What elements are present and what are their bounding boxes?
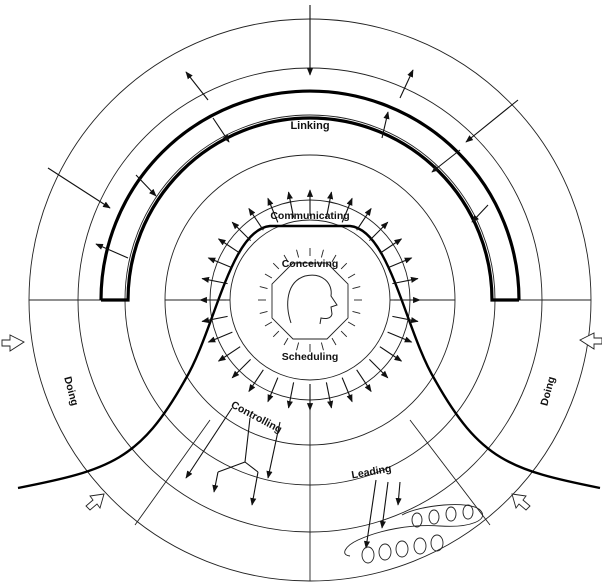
conceiving-label: Conceiving	[282, 258, 339, 270]
conceiving-tick	[260, 311, 268, 313]
conceiving-tick	[321, 343, 323, 351]
conceiving-tick	[353, 311, 361, 313]
communicating-arrow	[392, 316, 418, 321]
communicating-arrow	[202, 316, 228, 321]
conceiving-tick	[273, 331, 279, 337]
conceiving-tick	[332, 338, 336, 345]
communicating-arrow	[232, 359, 250, 377]
communicating-arrow	[326, 382, 331, 408]
conceiving-tick	[273, 263, 279, 269]
conceiving-tick	[265, 274, 272, 278]
conceiving-tick	[348, 322, 355, 326]
doing-right-label: Doing	[538, 375, 557, 407]
communicating-arrow	[369, 359, 387, 377]
conceiving-tick	[284, 338, 288, 345]
scheduling-label: Scheduling	[282, 351, 339, 363]
conceiving-tick	[297, 250, 299, 258]
communicating-arrow	[208, 332, 232, 342]
communicating-arrow	[369, 222, 387, 240]
communicating-arrow	[388, 332, 412, 342]
communicating-arrow	[202, 279, 228, 284]
conceiving-tick	[341, 331, 347, 337]
conceiving-tick	[321, 250, 323, 258]
linking-label: Linking	[290, 120, 329, 132]
group-of-people-icon	[362, 505, 473, 563]
communicating-arrow	[342, 378, 352, 402]
communicating-arrow	[392, 279, 418, 284]
conceiving-tick	[353, 287, 361, 289]
doing-left-label: Doing	[61, 375, 80, 407]
divider-lines	[29, 300, 591, 581]
controlling-label: Controlling	[229, 399, 284, 436]
communicating-arrow	[208, 258, 232, 268]
conceiving-tick	[260, 287, 268, 289]
conceiving-tick	[341, 263, 347, 269]
communicating-arrow	[268, 378, 278, 402]
communicating-arrow	[289, 382, 294, 408]
communicating-arrows	[200, 190, 420, 410]
communicating-arrow	[232, 222, 250, 240]
communicating-label: Communicating	[270, 210, 349, 222]
conceiving-tick	[265, 322, 272, 326]
leading-label: Leading	[351, 463, 393, 482]
head-profile-icon	[288, 275, 337, 324]
head-octagon	[272, 263, 348, 339]
communicating-arrow	[388, 258, 412, 268]
conceiving-tick	[348, 274, 355, 278]
conceiving-tick	[297, 343, 299, 351]
